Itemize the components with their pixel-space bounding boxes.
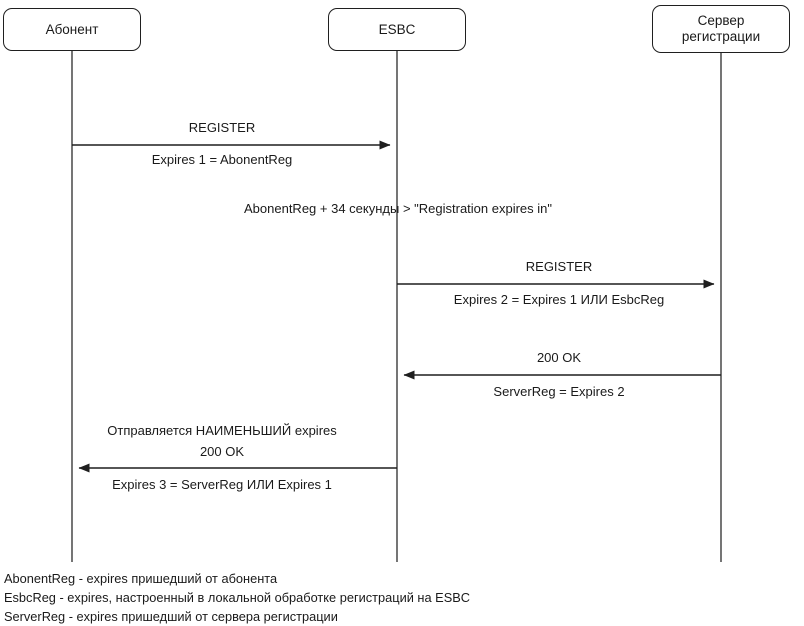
legend: AbonentReg - expires пришедший от абонен… <box>4 569 470 626</box>
note-timer-condition: AbonentReg + 34 секунды > "Registration … <box>243 201 553 216</box>
legend-line-esbcreg: EsbcReg - expires, настроенный в локальн… <box>4 590 471 605</box>
participant-label-abonent: Абонент <box>45 21 99 37</box>
lifelines <box>71 51 722 562</box>
participant-box-abonent[interactable]: Абонент <box>3 8 141 51</box>
participant-label-esbc: ESBC <box>378 21 416 37</box>
participant-box-server[interactable]: Сервер регистрации <box>652 5 790 53</box>
legend-line-abonentreg: AbonentReg - expires пришедший от абонен… <box>4 571 278 586</box>
legend-line-serverreg: ServerReg - expires пришедший от сервера… <box>4 609 338 624</box>
participant-label-server: Сервер регистрации <box>681 13 761 44</box>
participant-box-esbc[interactable]: ESBC <box>328 8 466 51</box>
message-arrows <box>72 140 721 473</box>
